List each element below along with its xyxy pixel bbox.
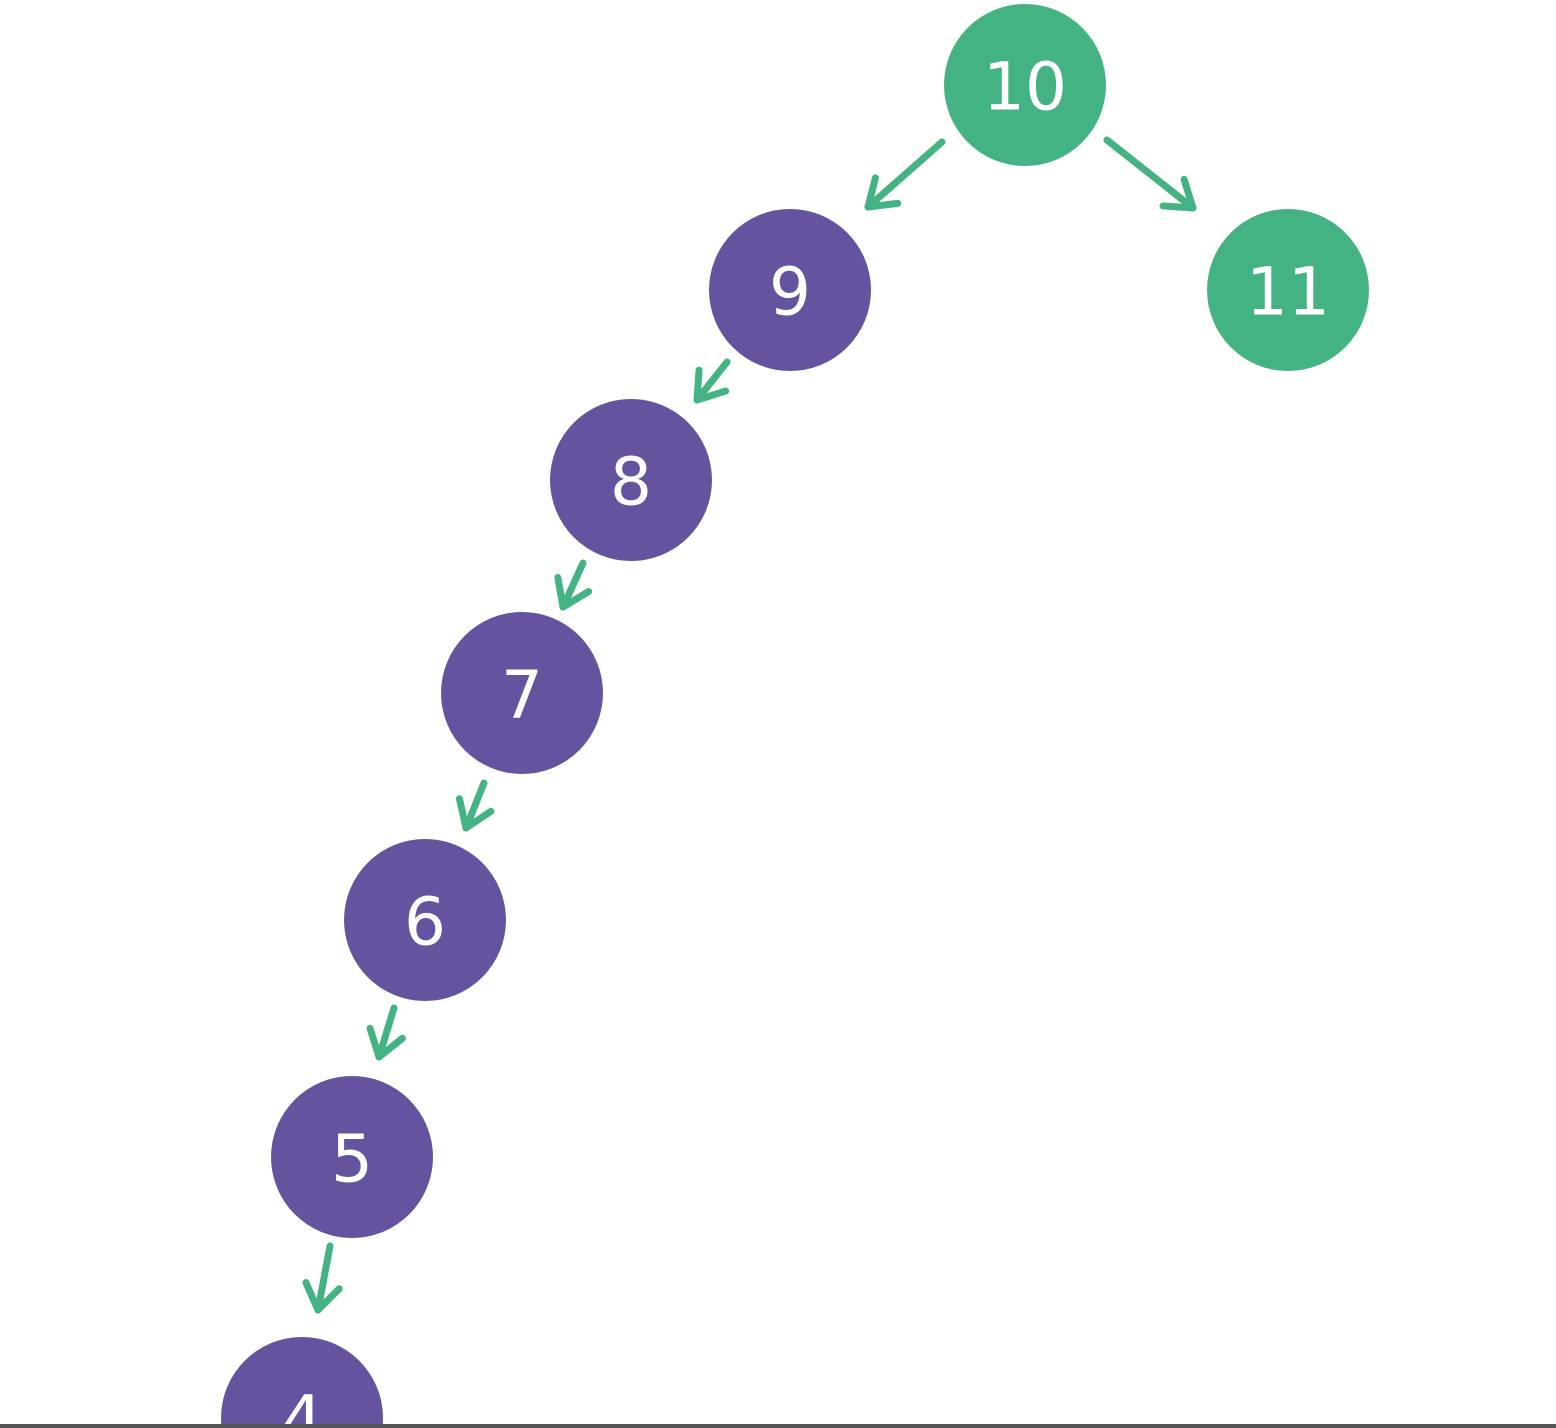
node-circle [441,612,603,774]
edge-arrow-9-to-8 [693,358,731,404]
edges-layer [302,136,1197,1314]
edge-arrow-7-to-6 [455,779,495,832]
tree-node-6: 6 [344,839,506,1001]
tree-node-4: 4 [221,1337,383,1428]
tree-node-7: 7 [441,612,603,774]
node-label: 6 [404,884,446,961]
arrow-head-icon [864,174,902,211]
node-circle [709,209,871,371]
node-label: 7 [501,657,543,734]
edge-shaft [864,138,946,211]
arrow-head-icon [1159,175,1197,212]
node-label: 11 [1246,254,1330,331]
node-circle [1207,209,1369,371]
node-label: 5 [331,1121,373,1198]
tree-node-5: 5 [271,1076,433,1238]
node-label: 10 [983,49,1067,126]
edge-shaft [1103,136,1197,212]
edge-shaft [314,1242,334,1314]
edge-shaft [462,779,488,832]
arrow-head-icon [366,1024,406,1061]
nodes-layer: 10 11 9 8 7 6 5 4 [221,4,1369,1428]
node-label: 9 [769,254,811,331]
arrow-head-icon [554,573,593,611]
edge-arrow-10-to-9 [864,138,946,211]
arrow-head-icon [693,366,730,404]
edge-shaft [559,559,587,611]
node-label: 4 [281,1382,323,1428]
tree-node-8: 8 [550,399,712,561]
edge-arrow-5-to-4 [302,1242,343,1314]
node-circle [944,4,1106,166]
node-circle [271,1076,433,1238]
arrow-head-icon [302,1279,343,1314]
tree-node-11: 11 [1207,209,1369,371]
node-circle [221,1337,383,1428]
node-circle [344,839,506,1001]
bottom-divider [0,1424,1556,1428]
edge-shaft [375,1004,398,1061]
edge-arrow-6-to-5 [366,1004,406,1061]
tree-node-9: 9 [709,209,871,371]
edge-arrow-8-to-7 [554,559,593,611]
node-label: 8 [610,444,652,521]
edge-arrow-10-to-11 [1103,136,1197,212]
tree-node-10: 10 [944,4,1106,166]
edge-shaft [693,358,731,404]
node-circle [550,399,712,561]
arrow-head-icon [455,795,495,832]
